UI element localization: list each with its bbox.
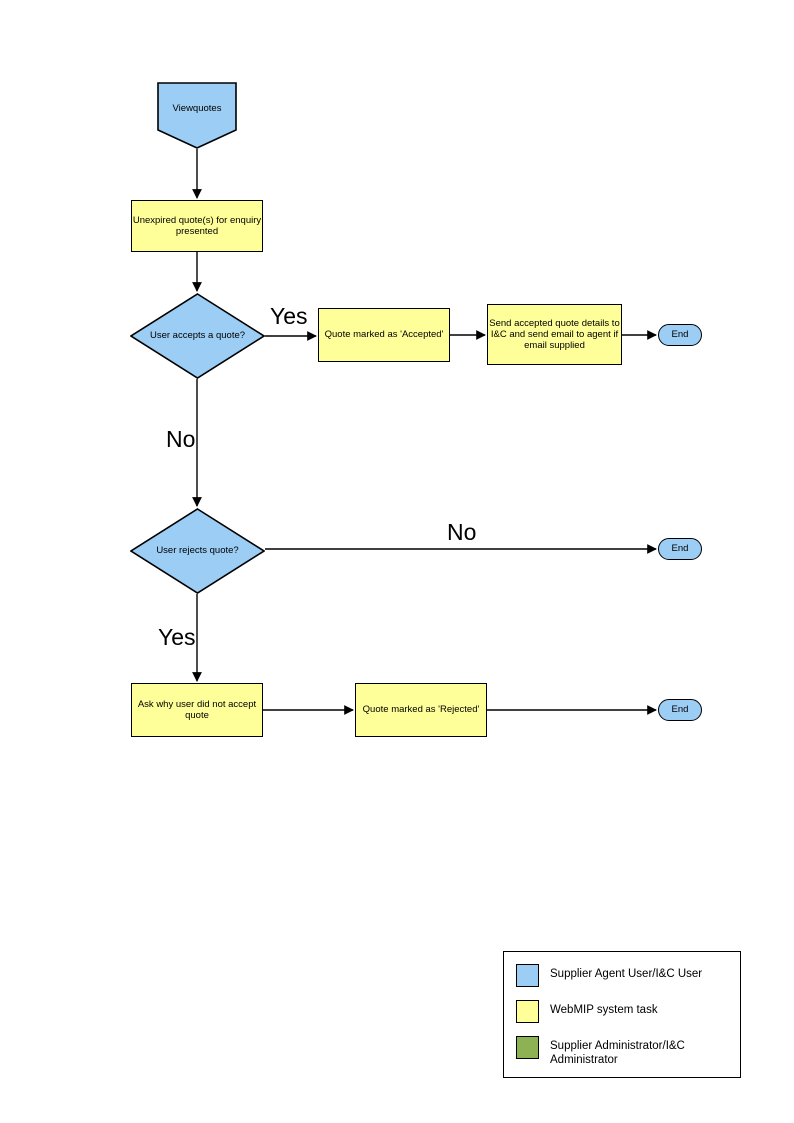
- legend-swatch-blue: [516, 964, 539, 987]
- node-quote-marked-accepted[interactable]: Quote marked as 'Accepted': [318, 308, 450, 362]
- node-decision-user-accepts[interactable]: User accepts a quote?: [130, 293, 265, 379]
- legend-swatch-yellow: [516, 1000, 539, 1023]
- node-end-3-label: End: [671, 704, 689, 716]
- legend-label-webmip-system-task: WebMIP system task: [550, 1004, 658, 1016]
- node-ask-why-not-accepted[interactable]: Ask why user did not accept quote: [131, 683, 263, 737]
- node-start-label: Viewquotes: [172, 102, 222, 114]
- pentagon-shape: [157, 82, 237, 149]
- node-quote-marked-accepted-label: Quote marked as 'Accepted': [324, 329, 444, 341]
- node-quote-marked-rejected-label: Quote marked as 'Rejected': [362, 704, 480, 716]
- edge-label-yes-accept: Yes: [270, 303, 308, 329]
- node-decision-user-accepts-label: User accepts a quote?: [149, 330, 246, 342]
- edge-label-no-accept: No: [166, 426, 196, 452]
- node-end-3[interactable]: End: [658, 699, 702, 721]
- edge-label-yes-reject: Yes: [158, 624, 196, 650]
- node-end-1-label: End: [671, 329, 689, 341]
- legend-label-supplier-agent-user: Supplier Agent User/I&C User: [550, 968, 703, 980]
- node-end-2[interactable]: End: [658, 538, 702, 560]
- legend: Supplier Agent User/I&C User WebMIP syst…: [503, 951, 741, 1078]
- legend-label-supplier-administrator: Supplier Administrator/I&C Administrator: [550, 1040, 685, 1067]
- node-send-accepted-details-label: Send accepted quote details to I&C and s…: [489, 317, 620, 352]
- legend-item-supplier-agent-user: Supplier Agent User/I&C User: [516, 964, 740, 987]
- node-decision-user-rejects[interactable]: User rejects quote?: [130, 508, 265, 594]
- legend-item-webmip-system-task: WebMIP system task: [516, 1000, 740, 1023]
- node-quote-marked-rejected[interactable]: Quote marked as 'Rejected': [355, 683, 487, 737]
- node-end-2-label: End: [671, 543, 689, 555]
- node-unexpired-quotes-label: Unexpired quote(s) for enquiry presented: [132, 214, 262, 237]
- node-decision-user-rejects-label: User rejects quote?: [156, 545, 239, 557]
- node-ask-why-not-accepted-label: Ask why user did not accept quote: [137, 698, 257, 721]
- edge-label-no-reject: No: [447, 519, 477, 545]
- node-send-accepted-details[interactable]: Send accepted quote details to I&C and s…: [487, 304, 622, 365]
- diamond-shape: [130, 293, 265, 379]
- legend-swatch-green: [516, 1036, 539, 1059]
- node-unexpired-quotes[interactable]: Unexpired quote(s) for enquiry presented: [131, 200, 263, 252]
- diamond-shape: [130, 508, 265, 594]
- legend-item-supplier-administrator: Supplier Administrator/I&C Administrator: [516, 1036, 740, 1067]
- node-end-1[interactable]: End: [658, 324, 702, 346]
- node-start-viewquotes[interactable]: Viewquotes: [157, 82, 237, 149]
